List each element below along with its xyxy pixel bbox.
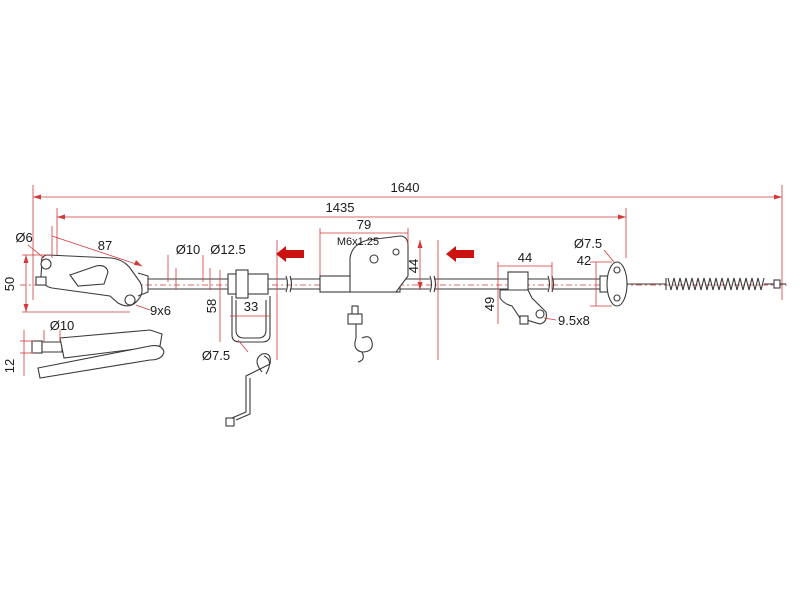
dim-bracket-width-label: 79 — [357, 217, 371, 232]
dim-thread-label: M6x1.25 — [337, 236, 379, 248]
dim-mount-height-label: 49 — [482, 297, 497, 311]
dim-bracket-height-label: 44 — [406, 259, 421, 273]
dim-1640-label: 1640 — [391, 180, 420, 195]
dim-50-label: 50 — [2, 277, 17, 291]
dim-cable-dia-2-label: Ø12.5 — [210, 242, 245, 257]
dimension-1640: 1640 — [32, 180, 783, 300]
dim-mount-hole-label: 9.5x8 — [558, 313, 590, 328]
dim-end-eye-label: Ø6 — [15, 230, 32, 245]
dim-side-dia-label: Ø10 — [50, 318, 75, 333]
left-arrow-icon — [276, 246, 304, 262]
dim-side-height-label: 12 — [2, 359, 17, 373]
dim-flange-dia-label: Ø7.5 — [574, 236, 602, 251]
dim-clip-wire-label: Ø7.5 — [202, 348, 230, 363]
dim-87-label: 87 — [98, 238, 112, 253]
dim-slot-label: 9x6 — [150, 303, 171, 318]
cable-dia-dims: Ø10 Ø12.5 — [167, 242, 246, 290]
left-end-fitting — [35, 254, 149, 307]
dim-mount-width-label: 44 — [518, 250, 532, 265]
dim-clip-width-label: 33 — [244, 299, 258, 314]
dim-offset-label: 42 — [577, 253, 591, 268]
dim-clip-height-label: 58 — [204, 299, 219, 313]
left-arrow-icon — [446, 246, 474, 262]
spring-hook — [225, 353, 271, 427]
right-flange: 42 Ø7.5 — [574, 236, 628, 307]
right-mount-bracket: 44 49 9.5x8 — [482, 250, 590, 328]
left-end-dims: 50 87 Ø6 9x6 — [2, 226, 171, 318]
dim-1435-label: 1435 — [326, 200, 355, 215]
dim-cable-dia-1-label: Ø10 — [176, 242, 201, 257]
dimension-1435: 1435 — [56, 200, 627, 258]
return-spring — [665, 277, 786, 291]
middle-bracket: 79 M6x1.25 44 — [319, 217, 423, 293]
bolt-detail — [347, 305, 373, 363]
side-detail: Ø10 12 — [2, 318, 165, 379]
cable-clip: 33 58 Ø7.5 — [202, 269, 271, 363]
